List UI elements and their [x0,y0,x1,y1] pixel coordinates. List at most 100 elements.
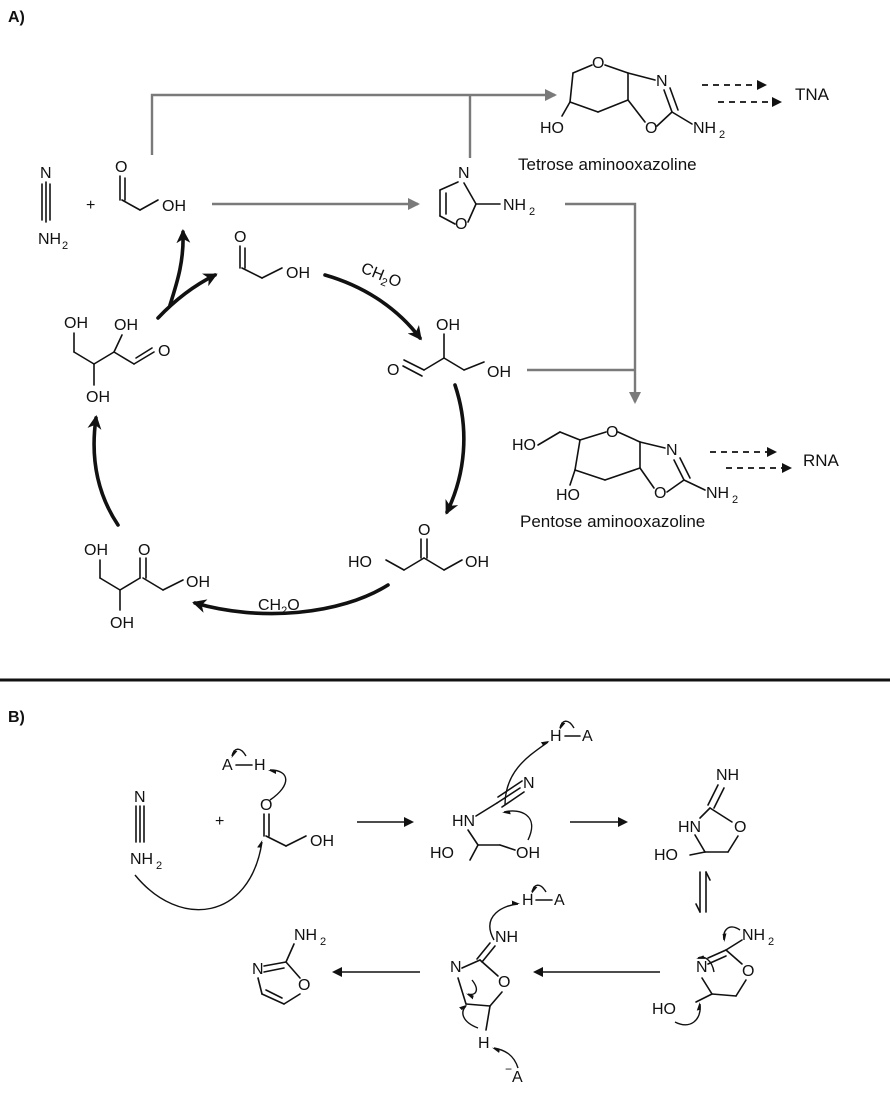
svg-text:HO: HO [512,437,536,454]
svg-text:HO: HO [654,847,678,864]
svg-text:A: A [512,1069,523,1086]
svg-text:2: 2 [62,240,68,252]
tetrose-caption: Tetrose aminooxazoline [518,155,697,174]
svg-text:HO: HO [556,487,580,504]
svg-text:OH: OH [436,317,460,334]
imine-intermediate: H A NH N O H A − [450,884,565,1086]
aminooxazole-a: N O NH 2 [439,165,535,233]
svg-text:A: A [582,728,593,745]
svg-text:O: O [138,542,150,559]
svg-text:HN: HN [678,819,701,836]
svg-text:N: N [40,165,52,182]
svg-text:2: 2 [719,129,725,141]
svg-text:O: O [654,485,666,502]
svg-text:O: O [418,522,430,539]
svg-text:O: O [115,159,127,176]
svg-text:O: O [734,819,746,836]
panel-a-label: A) [8,9,25,26]
svg-text:NH: NH [38,231,61,248]
svg-text:HN: HN [452,813,475,830]
svg-text:2: 2 [320,936,326,948]
iminooxazolidine: NH HN O HO [654,767,746,864]
tetrose-aminooxazoline: O N O NH 2 HO [540,55,725,141]
glycolaldehyde-top: O OH [115,159,186,215]
svg-text:HO: HO [540,120,564,137]
svg-text:O: O [606,424,618,441]
tetrose-aldose: OH OH OH O [64,315,170,406]
svg-text:N: N [134,789,146,806]
svg-text:2: 2 [529,206,535,218]
svg-text:OH: OH [110,615,134,632]
ch2o-label-2: CH2O [258,597,300,617]
svg-text:H: H [522,892,534,909]
svg-text:OH: OH [64,315,88,332]
svg-text:O: O [455,216,467,233]
svg-text:NH: NH [495,929,518,946]
pentose-caption: Pentose aminooxazoline [520,512,705,531]
svg-text:HO: HO [348,554,372,571]
svg-text:O: O [498,974,510,991]
tna-label: TNA [795,85,830,104]
svg-text:OH: OH [186,574,210,591]
svg-text:2: 2 [768,936,774,948]
svg-text:N: N [450,959,462,976]
acid-ah-1: A H [222,748,266,774]
svg-text:OH: OH [162,198,186,215]
svg-text:CH2O: CH2O [258,597,300,617]
svg-text:−: − [505,1062,512,1076]
grey-pathway-arrows [150,89,641,404]
glycolaldehyde-b: O OH [260,769,334,850]
svg-text:N: N [666,442,678,459]
svg-text:2: 2 [156,860,162,872]
svg-text:O: O [158,343,170,360]
svg-text:OH: OH [487,364,511,381]
glyceraldehyde: OH O OH [387,317,511,381]
svg-text:2: 2 [732,494,738,506]
svg-text:NH: NH [693,120,716,137]
cyanamide-b: N NH 2 [130,789,162,872]
svg-text:OH: OH [286,265,310,282]
svg-text:NH: NH [742,927,765,944]
plus-sign-b: + [215,813,224,830]
svg-text:O: O [234,229,246,246]
svg-text:NH: NH [716,767,739,784]
svg-text:NH: NH [503,197,526,214]
svg-text:A: A [554,892,565,909]
svg-text:NH: NH [706,485,729,502]
svg-text:N: N [458,165,470,182]
svg-text:HO: HO [430,845,454,862]
svg-text:H: H [254,757,266,774]
svg-text:O: O [260,797,272,814]
aminooxazole-b: NH 2 N O [252,927,326,1005]
svg-text:NH: NH [294,927,317,944]
svg-text:N: N [696,959,708,976]
svg-text:HO: HO [652,1001,676,1018]
svg-text:A: A [222,757,233,774]
svg-text:O: O [742,963,754,980]
rna-label: RNA [803,451,840,470]
svg-text:H: H [478,1035,490,1052]
glycolaldehyde-cycle: O OH [234,229,310,282]
svg-text:OH: OH [84,542,108,559]
svg-text:N: N [252,961,264,978]
svg-text:O: O [645,120,657,137]
erythrulose: OH OH O OH [84,542,210,632]
svg-text:O: O [592,55,604,72]
svg-text:O: O [387,362,399,379]
svg-text:O: O [298,977,310,994]
svg-text:OH: OH [310,833,334,850]
svg-text:H: H [550,728,562,745]
svg-text:N: N [523,775,535,792]
dihydroxyacetone: O HO OH [348,522,489,571]
panel-b-label: B) [8,709,25,726]
svg-text:N: N [656,73,668,90]
svg-text:OH: OH [465,554,489,571]
svg-text:NH: NH [130,851,153,868]
formose-cycle-arrows [87,229,466,616]
plus-sign: + [86,197,95,214]
equilibrium-arrows [695,871,711,913]
svg-text:OH: OH [516,845,540,862]
svg-text:OH: OH [114,317,138,334]
nucleophilic-attack-arrow [134,840,263,911]
